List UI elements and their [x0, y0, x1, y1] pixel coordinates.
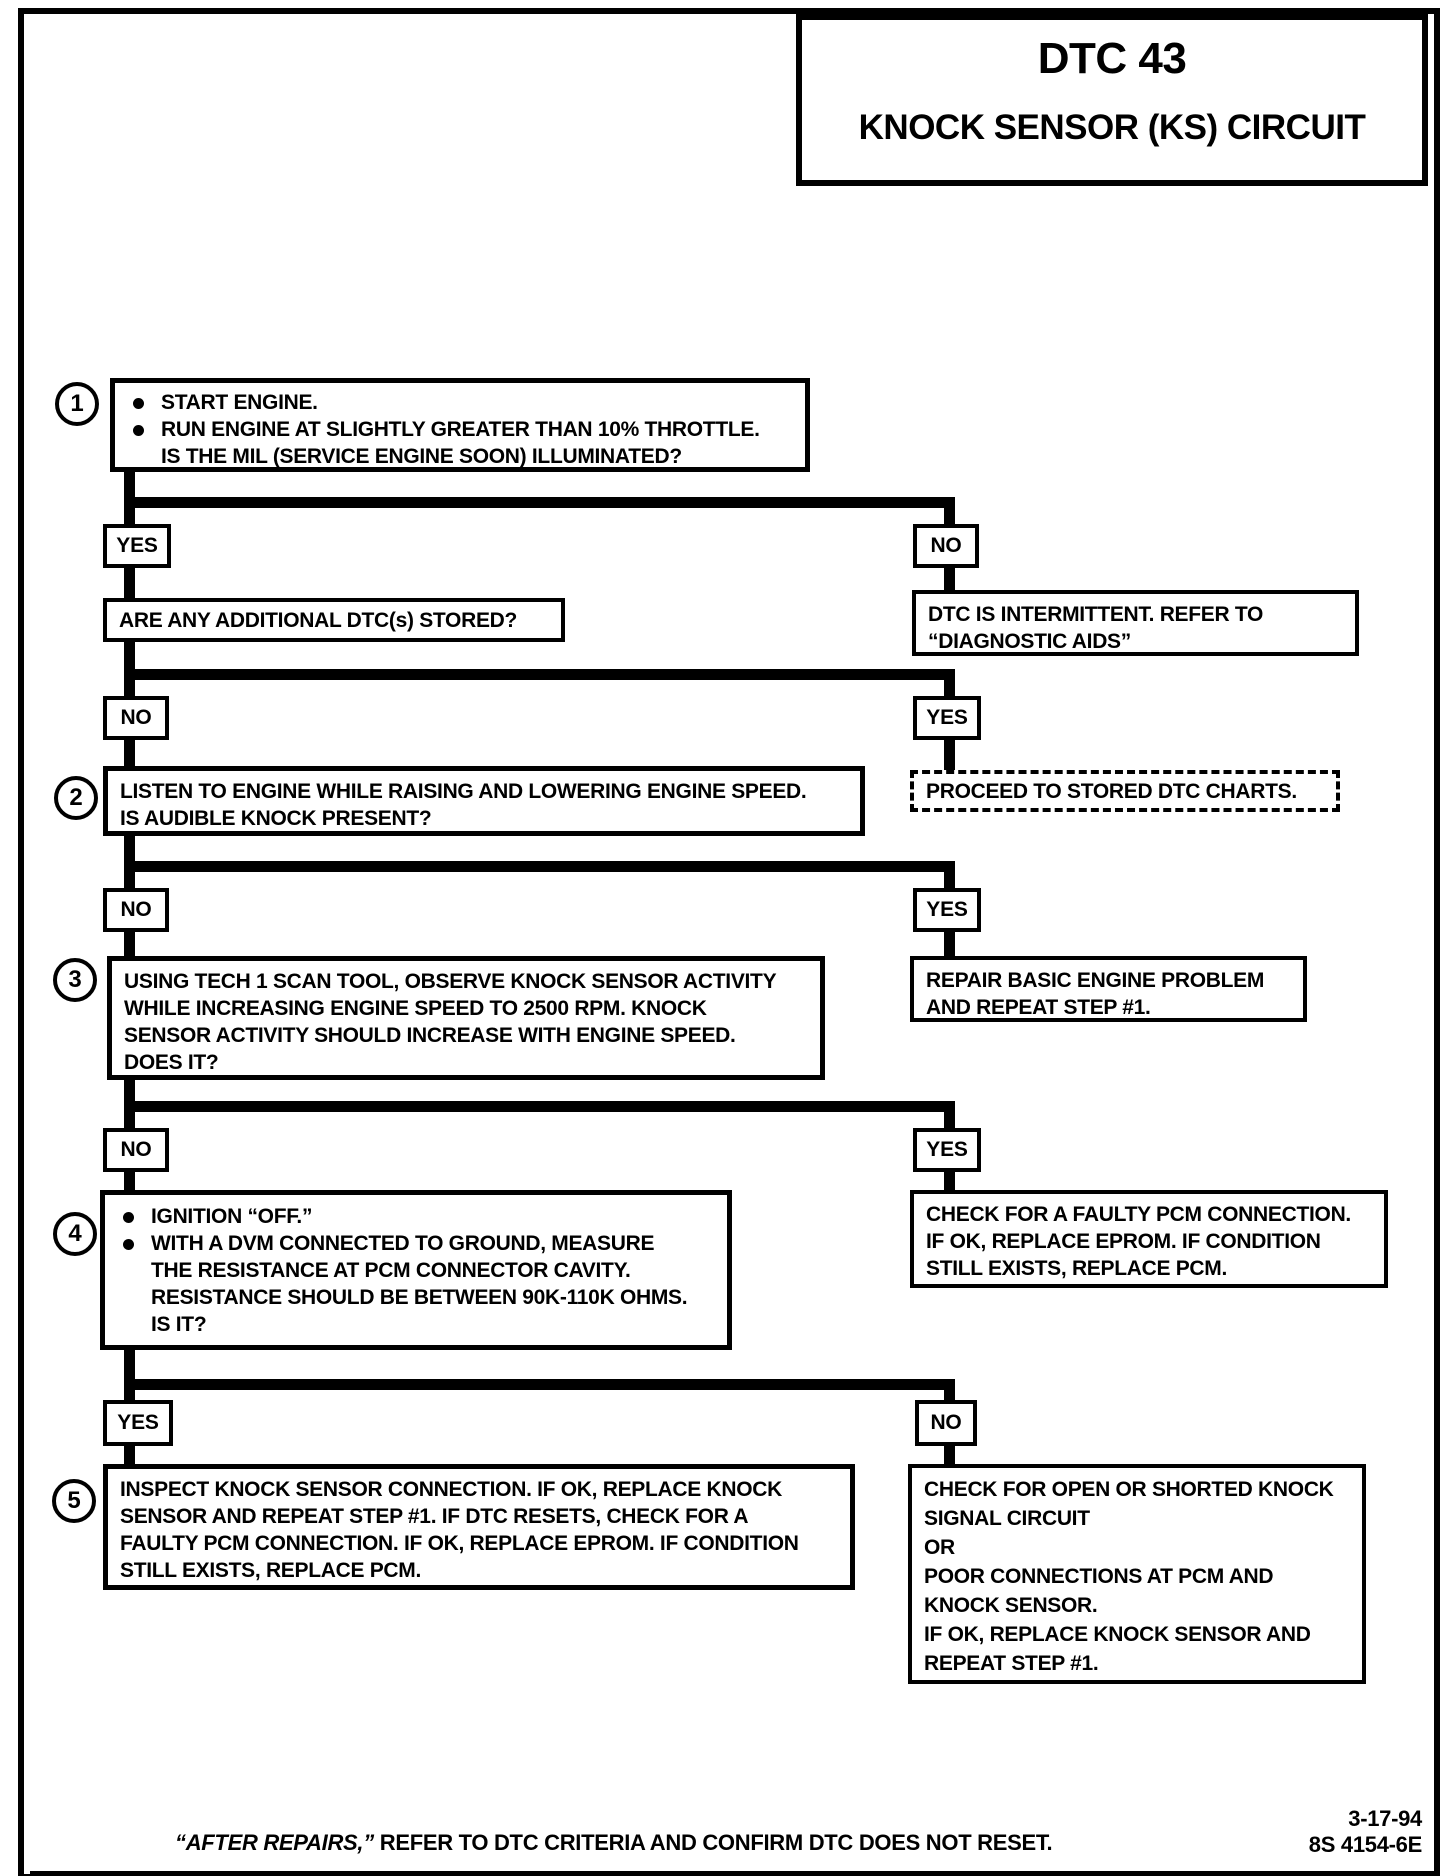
title-box: DTC 43 KNOCK SENSOR (KS) CIRCUIT	[796, 14, 1428, 186]
page-title: DTC 43	[1037, 34, 1187, 83]
bullet-icon	[123, 1239, 134, 1250]
repair-engine-box: REPAIR BASIC ENGINE PROBLEM AND REPEAT S…	[910, 956, 1307, 1022]
step-2-number: 2	[54, 776, 98, 820]
connector-line	[124, 1172, 135, 1190]
connector-line	[944, 506, 955, 524]
step-1-bullet-2: RUN ENGINE AT SLIGHTLY GREATER THAN 10% …	[123, 416, 797, 470]
faulty-pcm-text: CHECK FOR A FAULTY PCM CONNECTION. IF OK…	[926, 1203, 1351, 1280]
footer-doc-number: 8S 4154-6E	[1308, 1832, 1423, 1857]
page-subtitle: KNOCK SENSOR (KS) CIRCUIT	[858, 108, 1366, 147]
step-4-box: IGNITION “OFF.” WITH A DVM CONNECTED TO …	[100, 1190, 732, 1350]
branch-4-no-label: NO	[103, 1128, 169, 1172]
connector-line	[124, 669, 955, 680]
connector-line	[944, 1172, 955, 1190]
connector-line	[124, 740, 135, 766]
branch-2-yes-label: YES	[913, 696, 981, 740]
step-1-bullet-1-text: START ENGINE.	[161, 391, 318, 414]
footer-note-italic: “AFTER REPAIRS,”	[175, 1830, 374, 1855]
step-5-number: 5	[52, 1479, 96, 1523]
bullet-icon	[123, 1212, 134, 1223]
connector-line	[944, 740, 955, 770]
step-4-bullet-2: WITH A DVM CONNECTED TO GROUND, MEASURE …	[113, 1230, 719, 1338]
connector-line	[124, 1379, 955, 1390]
connector-line	[124, 1350, 135, 1400]
proceed-stored-dtc-box: PROCEED TO STORED DTC CHARTS.	[910, 770, 1340, 812]
connector-line	[124, 932, 135, 956]
footer-doc-block: 3-17-94 8S 4154-6E	[1202, 1806, 1423, 1858]
branch-4-yes-label: YES	[913, 1128, 981, 1172]
step-4-number: 4	[53, 1212, 97, 1256]
proceed-stored-dtc-text: PROCEED TO STORED DTC CHARTS.	[926, 780, 1297, 803]
step-4-bullet-2-text: WITH A DVM CONNECTED TO GROUND, MEASURE …	[151, 1232, 688, 1336]
step-1-number: 1	[55, 382, 99, 426]
step-4-bullet-1-text: IGNITION “OFF.”	[151, 1205, 313, 1228]
additional-dtc-question-box: ARE ANY ADDITIONAL DTC(s) STORED?	[103, 598, 565, 642]
step-2-text: LISTEN TO ENGINE WHILE RAISING AND LOWER…	[120, 780, 807, 830]
branch-5-no-label: NO	[915, 1400, 977, 1446]
step-1-box: START ENGINE. RUN ENGINE AT SLIGHTLY GRE…	[110, 378, 810, 472]
step-1-bullet-2-text: RUN ENGINE AT SLIGHTLY GREATER THAN 10% …	[161, 418, 760, 468]
step-3-number: 3	[53, 958, 97, 1002]
step-4-bullet-1: IGNITION “OFF.”	[113, 1203, 719, 1230]
connector-line	[124, 1446, 135, 1464]
branch-1-no-label: NO	[913, 524, 979, 568]
branch-1-yes-label: YES	[103, 524, 171, 568]
connector-line	[124, 1101, 955, 1112]
connector-line	[124, 568, 135, 598]
connector-line	[124, 497, 955, 508]
connector-line	[944, 1388, 955, 1402]
connector-line	[944, 678, 955, 696]
footer-note: “AFTER REPAIRS,” REFER TO DTC CRITERIA A…	[175, 1830, 1053, 1856]
additional-dtc-question-text: ARE ANY ADDITIONAL DTC(s) STORED?	[119, 609, 518, 632]
open-shorted-circuit-box: CHECK FOR OPEN OR SHORTED KNOCK SIGNAL C…	[908, 1464, 1366, 1684]
intermittent-box: DTC IS INTERMITTENT. REFER TO “DIAGNOSTI…	[912, 590, 1359, 656]
connector-line	[124, 861, 955, 872]
branch-3-no-label: NO	[103, 888, 169, 932]
faulty-pcm-box: CHECK FOR A FAULTY PCM CONNECTION. IF OK…	[910, 1190, 1388, 1288]
step-3-text: USING TECH 1 SCAN TOOL, OBSERVE KNOCK SE…	[124, 970, 777, 1074]
page-bottom-scan-bar	[30, 1871, 1440, 1876]
bullet-icon	[133, 398, 144, 409]
connector-line	[944, 1446, 955, 1464]
branch-5-yes-label: YES	[103, 1400, 173, 1446]
footer-date: 3-17-94	[1348, 1806, 1422, 1831]
bullet-icon	[133, 425, 144, 436]
step-2-box: LISTEN TO ENGINE WHILE RAISING AND LOWER…	[103, 766, 865, 836]
step-1-bullet-1: START ENGINE.	[123, 389, 797, 416]
repair-engine-text: REPAIR BASIC ENGINE PROBLEM AND REPEAT S…	[926, 969, 1265, 1019]
open-shorted-circuit-text: CHECK FOR OPEN OR SHORTED KNOCK SIGNAL C…	[924, 1478, 1334, 1675]
branch-3-yes-label: YES	[913, 888, 981, 932]
connector-line	[944, 568, 955, 590]
branch-2-no-label: NO	[103, 696, 169, 740]
connector-line	[944, 1110, 955, 1128]
footer-note-rest: REFER TO DTC CRITERIA AND CONFIRM DTC DO…	[373, 1830, 1053, 1855]
connector-line	[944, 870, 955, 888]
connector-line	[944, 932, 955, 956]
step-3-box: USING TECH 1 SCAN TOOL, OBSERVE KNOCK SE…	[107, 956, 825, 1080]
step-5-box: INSPECT KNOCK SENSOR CONNECTION. IF OK, …	[103, 1464, 855, 1590]
intermittent-text: DTC IS INTERMITTENT. REFER TO “DIAGNOSTI…	[928, 603, 1264, 653]
step-5-text: INSPECT KNOCK SENSOR CONNECTION. IF OK, …	[120, 1478, 799, 1582]
